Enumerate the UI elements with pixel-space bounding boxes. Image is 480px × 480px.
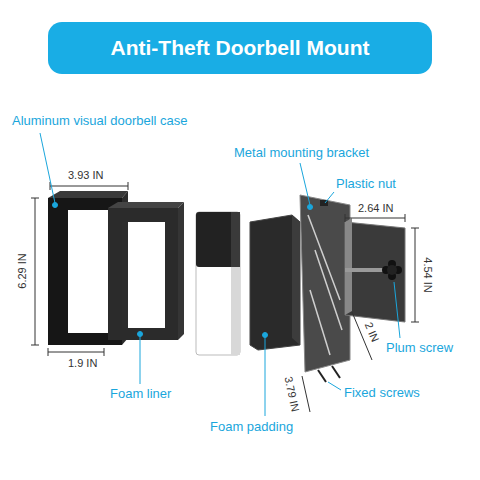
part-name: Foam padding [210,420,293,434]
doorbell-side [231,267,240,355]
leader-lines [40,133,400,416]
part-name: Plastic nut [336,177,396,191]
liner-side [178,202,184,340]
dimension: 3.93 IN [68,169,103,181]
mounting-plate [300,195,350,372]
part-name: Plum screw [386,341,453,355]
title: Anti-Theft Doorbell Mount [111,36,370,60]
leader-dot [308,205,313,210]
dim-line [345,214,405,222]
dimension: 1.9 IN [68,357,97,369]
doorbell-body [196,212,240,355]
leader-dot [263,333,268,338]
dim-line [411,228,419,322]
fixed-screw [318,370,326,382]
dim-line [31,198,39,345]
liner-front [108,208,178,340]
bracket-side [345,218,352,315]
dimension: 2.64 IN [358,202,393,214]
knob-center [387,265,397,275]
dimension: 3.79 IN [282,375,301,412]
dimension-lines [31,182,419,412]
doorbell [196,212,240,355]
part-name: Metal mounting bracket [234,146,369,160]
plate-slot [308,215,340,300]
plate-slot [310,290,330,355]
fixed-screw [332,366,340,378]
foam-padding-side [292,215,300,345]
part-name: Aluminum visual doorbell case [12,114,188,128]
dimension: 6.29 IN [16,253,28,288]
liner-top [108,202,184,208]
leader-line [265,335,266,416]
doorbell-top [196,212,240,267]
dimension: 2 IN [362,320,381,343]
leader-line [40,133,55,203]
title-banner: Anti-Theft Doorbell Mount [48,22,432,74]
dim-line [302,376,310,412]
plum-knob [382,260,402,280]
part-name: Foam liner [110,387,171,401]
leader-line [325,192,334,203]
leader-dot [138,332,143,337]
doorbell-top-side [231,212,240,267]
leader-line [328,382,341,390]
dim-line [50,182,128,190]
bracket-back [345,222,405,322]
leader-line [394,282,400,338]
leader-line [300,163,310,205]
plate [300,195,350,372]
leader-line [140,334,141,384]
foam-liner [108,202,184,340]
back-bracket [345,218,405,322]
dim-line [48,348,104,356]
foam-padding [250,215,300,350]
part-name: Fixed screws [344,386,420,400]
dimension: 4.54 IN [422,257,434,292]
screw-bolt [345,268,386,272]
leader-dot [53,203,58,208]
case-top [48,191,128,198]
